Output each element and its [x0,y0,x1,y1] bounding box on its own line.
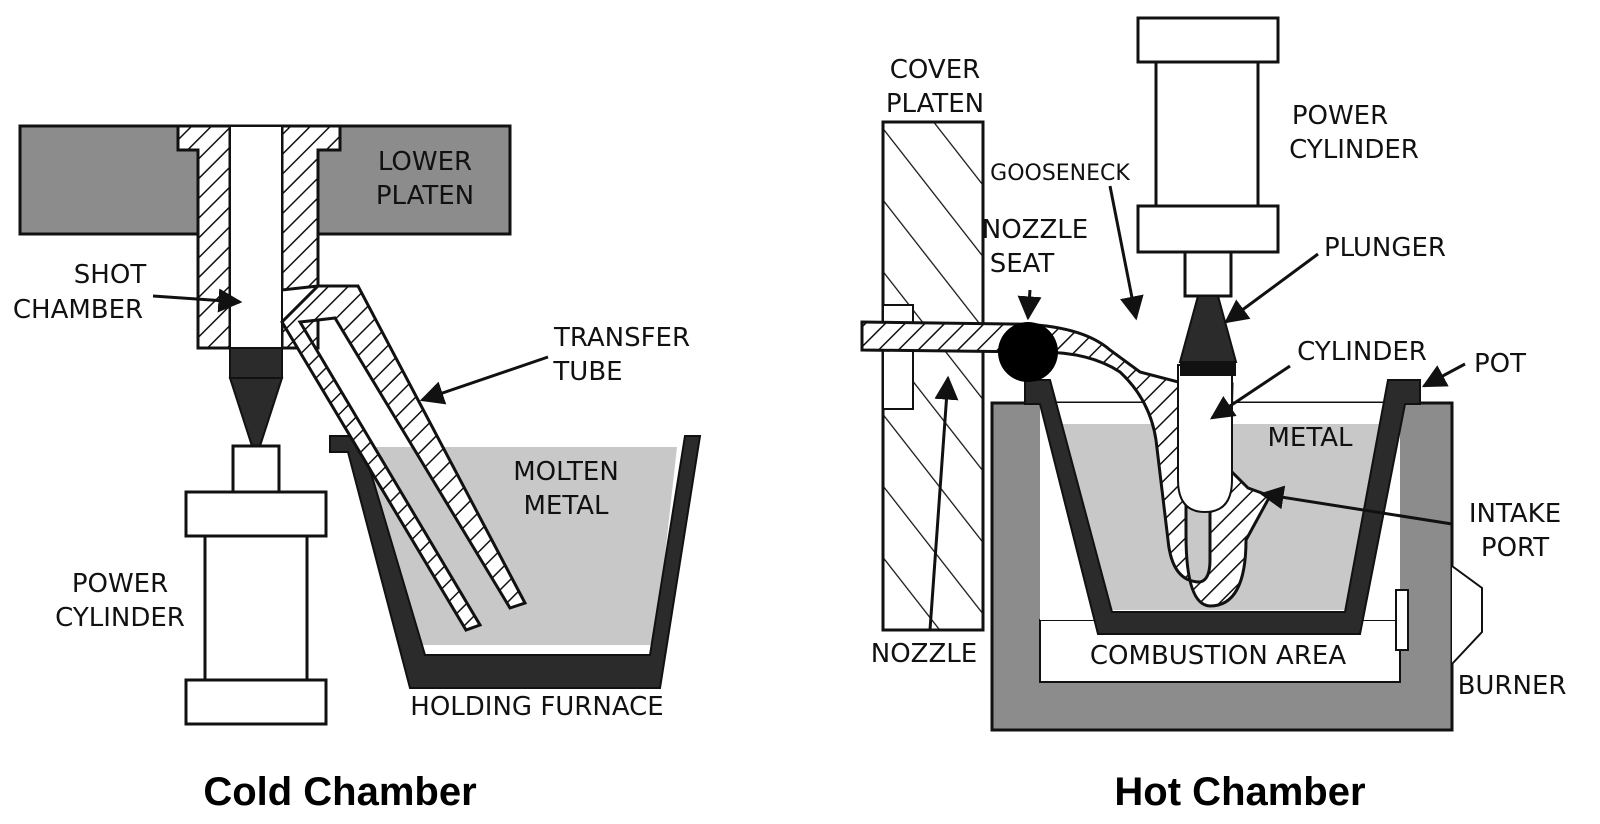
cylinder-bore [1177,364,1233,514]
power-cylinder-label-1: POWER [72,569,168,599]
power-cylinder-label-2: CYLINDER [55,603,185,633]
cylinder-label: CYLINDER [1297,337,1427,367]
nozzle-arrow [928,375,959,631]
molten-metal-label-2: METAL [524,491,610,521]
plunger-arrow [1224,252,1319,324]
nozzle-seat-ball [998,322,1058,382]
plunger-rod [1183,250,1233,298]
pot-arrow [1421,362,1466,388]
cold-chamber: LOWER PLATEN SHOT CHAMBER TRANSFER TUBE … [13,124,702,814]
hot-power-cylinder [1136,16,1280,254]
plunger-head [1180,362,1236,376]
plunger-label: PLUNGER [1324,233,1446,263]
power-cylinder-label-2: CYLINDER [1289,135,1419,165]
lower-platen-label-1: LOWER [378,147,472,177]
gooseneck-label: GOOSENECK [990,161,1130,186]
gooseneck-arrow [1108,185,1144,321]
hot-chamber: COVER PLATEN GOOSENECK NOZZLE SEAT POWER… [860,16,1567,814]
shot-chamber-label-2: CHAMBER [13,295,143,325]
metal-label: METAL [1268,423,1354,453]
holding-furnace-label: HOLDING FURNACE [410,692,663,722]
transfer-tube [280,284,528,632]
plunger-cone [1178,295,1238,363]
combustion-area-label: COMBUSTION AREA [1090,641,1346,671]
hot-chamber-caption: Hot Chamber [1114,770,1365,814]
pot-label: POT [1474,349,1526,379]
shot-chamber-label-1: SHOT [74,260,147,290]
cylinder-body [203,534,309,682]
transfer-tube-label-2: TUBE [552,357,622,387]
burner [1395,565,1483,665]
nozzle-seat-label-1: NOZZLE [982,215,1088,245]
intake-port-label-2: PORT [1481,533,1549,563]
molten-metal-pool [360,447,677,645]
intake-port-label-1: INTAKE [1469,499,1561,529]
nozzle-label: NOZZLE [871,639,977,669]
shot-chamber-arrow [152,288,243,313]
transfer-tube-label-1: TRANSFER [553,323,690,353]
plunger-cone [228,377,284,447]
nozzle-seat-arrow [1017,289,1042,321]
cover-platen-label-2: PLATEN [886,89,984,119]
cold-power-cylinder [184,490,328,726]
shot-chamber [176,124,342,350]
plunger-rod [231,444,281,494]
molten-metal-label-1: MOLTEN [513,457,619,487]
transfer-tube-arrow [419,355,549,405]
shot-chamber-bore [229,125,283,349]
burner-label: BURNER [1458,671,1567,701]
cold-plunger [228,347,284,494]
cover-platen-label-1: COVER [890,55,980,85]
cylinder-cap-top [184,490,328,538]
nozzle-opening [882,304,914,410]
lower-platen-label-2: PLATEN [376,181,474,211]
hot-plunger [1178,250,1238,376]
cover-platen [881,120,985,632]
cylinder-cap-top [1136,16,1280,64]
cylinder-body [1154,60,1260,208]
power-cylinder-label-1: POWER [1292,101,1388,131]
cylinder-cap-bottom [184,678,328,726]
cold-chamber-caption: Cold Chamber [203,770,476,814]
intake-port-arrow [1259,485,1453,526]
cylinder-arrow [1210,364,1291,420]
plunger-head [229,347,283,379]
gooseneck [860,320,1273,608]
cylinder-cap-bottom [1136,204,1280,254]
pot-wall [1024,379,1421,635]
nozzle-seat-label-2: SEAT [990,249,1055,279]
